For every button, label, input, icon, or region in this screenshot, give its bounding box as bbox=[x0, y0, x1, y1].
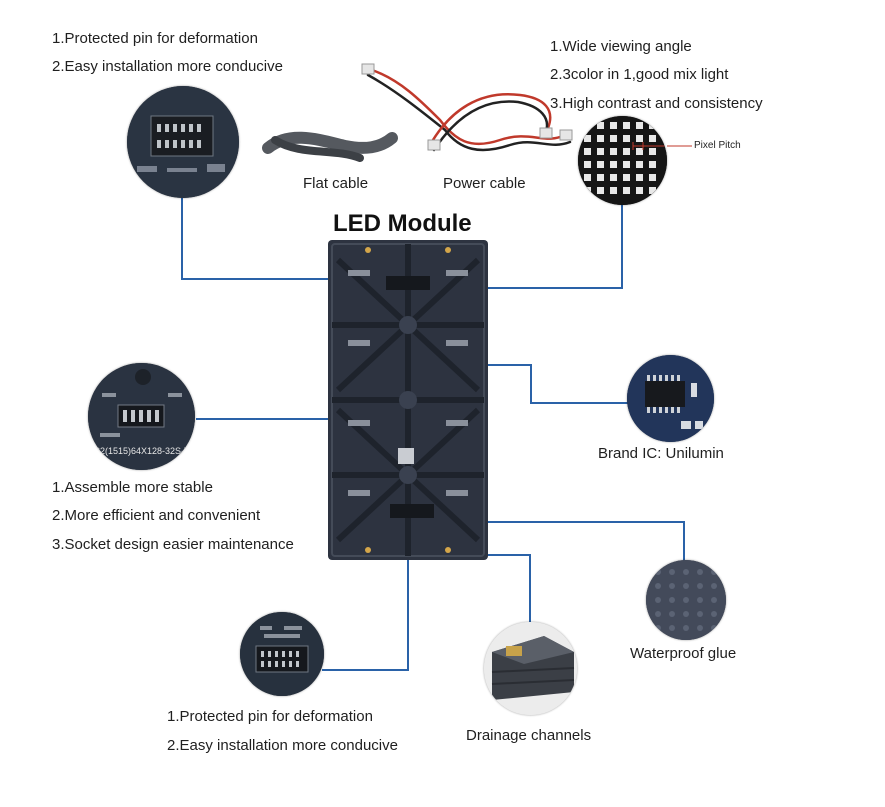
drainage-channels-label: Drainage channels bbox=[466, 727, 592, 744]
bottom-feature-1: 1.Protected pin for deformation bbox=[167, 708, 373, 725]
top-right-feature-3: 3.High contrast and consistency bbox=[550, 95, 763, 112]
top-right-feature-1: 1.Wide viewing angle bbox=[550, 38, 692, 55]
socket-closeup-image: P2(1515)64X128-32S-V2 bbox=[88, 363, 195, 470]
bottom-feature-2: 2.Easy installation more conducive bbox=[167, 737, 398, 754]
page-title: LED Module bbox=[333, 210, 472, 237]
left-feature-3: 3.Socket design easier maintenance bbox=[52, 536, 294, 553]
power-cable-label: Power cable bbox=[443, 175, 526, 192]
connector-pin-closeup-image bbox=[127, 86, 239, 198]
left-feature-1: 1.Assemble more stable bbox=[52, 479, 213, 496]
brand-ic-label: Brand IC: Unilumin bbox=[598, 445, 724, 462]
top-right-feature-2: 2.3color in 1,good mix light bbox=[550, 66, 729, 83]
led-module-image bbox=[328, 240, 488, 560]
left-feature-2: 2.More efficient and convenient bbox=[52, 507, 261, 524]
brand-ic-closeup-image bbox=[627, 355, 714, 442]
waterproof-glue-closeup-image bbox=[646, 560, 726, 640]
top-left-feature-2: 2.Easy installation more conducive bbox=[52, 58, 283, 75]
bottom-pin-closeup-image bbox=[240, 612, 324, 696]
pixel-pitch-label: Pixel Pitch bbox=[694, 140, 741, 151]
drainage-channels-closeup-image bbox=[484, 622, 577, 715]
top-left-feature-1: 1.Protected pin for deformation bbox=[52, 30, 258, 47]
pixel-closeup-image bbox=[578, 116, 667, 205]
socket-print-text: P2(1515)64X128-32S-V2 bbox=[94, 446, 195, 456]
waterproof-glue-label: Waterproof glue bbox=[630, 645, 737, 662]
flat-cable-label: Flat cable bbox=[303, 175, 369, 192]
